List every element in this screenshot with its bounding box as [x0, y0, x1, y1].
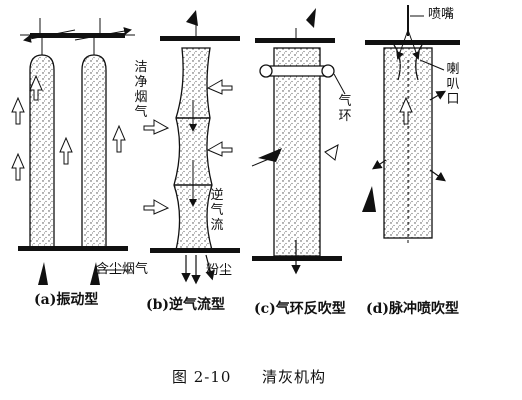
panel-b-arrow-in-3: [143, 199, 170, 215]
panel-b-top-arrow: [186, 10, 198, 26]
panel-c-tube-sheet: [252, 256, 342, 261]
panel-b-caption: (b)逆气流型: [146, 297, 226, 313]
panel-d-inlet-arrow: [362, 186, 376, 212]
panel-d-caption: (d)脉冲喷吹型: [366, 301, 460, 317]
panel-d-jet-arrow-2: [407, 29, 420, 60]
panel-c-arrow-in-1: [258, 148, 282, 162]
panel-d-label-nozzle: 喷嘴: [428, 7, 455, 22]
panel-a-caption: (a)振动型: [34, 292, 99, 308]
panel-d-out-arrow-2: [429, 169, 446, 182]
panel-b-reverse-flow: [143, 10, 240, 285]
panel-c-filter-bag: [273, 47, 321, 257]
panel-c-top-beam: [255, 38, 335, 43]
panel-c-top-arrow: [306, 8, 316, 28]
panel-d-arrow-up: [399, 96, 413, 125]
panel-d-jet-arrow-1: [396, 29, 409, 60]
figure-title: 清灰机构: [262, 368, 327, 386]
panel-a-filter-bag-left: [29, 54, 55, 249]
panel-b-arrow-in-2: [206, 141, 233, 157]
panel-a-label-clean-gas: 洁净烟气: [134, 60, 148, 120]
panel-c-air-ring-right: [321, 64, 335, 78]
panel-d-out-arrow-3: [372, 159, 387, 170]
panel-c-air-ring: [251, 8, 346, 275]
panel-a-shake-arrow-right: [74, 27, 132, 41]
panel-a-inlet-arrow-right: [90, 262, 100, 285]
panel-c-label-air-ring: 气环: [338, 94, 352, 124]
figure-number: 图 2-10: [172, 368, 232, 386]
panel-a-shake-arrow-left: [23, 29, 76, 43]
panel-a-arrow-out-5: [29, 74, 43, 101]
panel-a-arrow-out-2: [11, 152, 25, 181]
panel-c-caption: (c)气环反吹型: [254, 301, 346, 317]
panel-b-label-dust: 粉尘: [206, 263, 233, 278]
panel-d-label-venturi: 喇叭口: [446, 62, 460, 107]
panel-c-ring-leader: [333, 73, 346, 95]
panel-a-filter-bag-right: [81, 54, 107, 249]
panel-c-arrow-out-1: [324, 144, 339, 161]
panel-c-air-ring-left: [259, 64, 273, 78]
panel-a-arrow-out-4: [112, 124, 126, 153]
panel-c-arrow-in-line: [251, 155, 277, 167]
panel-b-label-reverse-flow: 逆气流: [210, 188, 224, 233]
panel-a-arrow-out-3: [59, 136, 73, 165]
panel-b-arrow-in-1: [206, 79, 233, 95]
panel-d-filter-bag: [383, 47, 433, 239]
panel-d-pulse-jet: [362, 5, 460, 246]
panel-b-filter-bag: [173, 47, 213, 251]
panel-a-arrow-out-1: [11, 96, 25, 125]
panel-b-arrow-in-4: [143, 119, 170, 135]
panel-c-air-ring-body: [263, 65, 331, 77]
panel-b-dust-arrow-3: [205, 254, 215, 281]
panel-d-out-arrow-1: [429, 90, 447, 101]
panel-b-top-beam: [160, 36, 240, 41]
panel-a-vibration: [11, 18, 135, 285]
panel-a-label-dusty-gas: 含尘烟气: [96, 262, 149, 277]
panel-a-inlet-arrow-left: [38, 262, 48, 285]
panel-b-tube-sheet: [150, 248, 240, 253]
panel-a-tube-sheet: [18, 246, 128, 251]
